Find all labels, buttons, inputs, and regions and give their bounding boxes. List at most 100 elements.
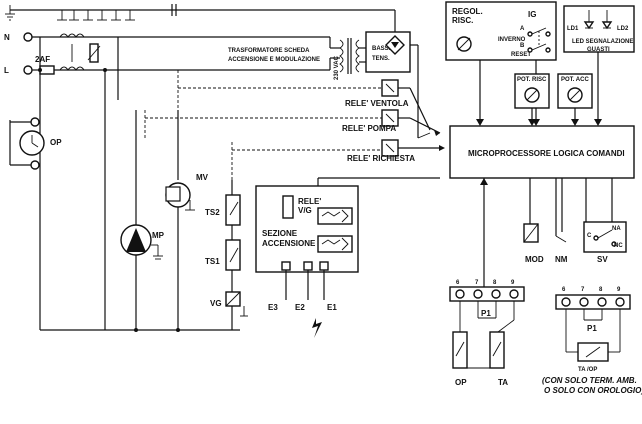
relay-pompa	[381, 109, 441, 136]
ig-reset-label: RESET	[511, 52, 531, 58]
jumper-p1-right-label: P1	[587, 324, 597, 333]
neutral-label: N	[4, 33, 10, 42]
relay-richiesta	[381, 139, 445, 157]
modulator-mod	[523, 178, 539, 243]
vg-label: VG	[210, 299, 222, 308]
led-label-1: LED SEGNALAZIONE	[572, 39, 633, 45]
fan-mv	[165, 110, 195, 330]
op-contact	[452, 301, 468, 369]
transformer	[178, 37, 368, 74]
ta-contact	[467, 301, 515, 369]
pump-mp	[120, 110, 163, 330]
relay-vg-label-2: V/G	[298, 206, 312, 215]
electrode-e3	[281, 261, 291, 300]
terminal-6: 6	[456, 280, 460, 286]
regulator-label-2: RISC.	[452, 16, 473, 25]
terminal-r8: 8	[599, 287, 603, 293]
electrode-e1	[319, 261, 329, 300]
low-voltage-box	[365, 31, 411, 73]
ignition-label-1: SEZIONE	[262, 229, 298, 238]
fuse-label: 2AF	[35, 55, 50, 64]
ig-switches	[527, 27, 551, 53]
microprocessor-box	[449, 125, 635, 179]
filter-choke	[59, 33, 101, 71]
flow-switch-sv	[583, 178, 627, 253]
note-line-2: O SOLO CON OROLOGIO)	[544, 386, 642, 395]
thermostat-ts2	[225, 180, 241, 240]
spark-icon	[312, 318, 322, 338]
ig-inverno-label: INVERNO	[498, 37, 526, 43]
ignition-section-box	[255, 185, 359, 273]
e3-label: E3	[268, 303, 278, 312]
sv-c-label: C	[587, 233, 592, 239]
terminal-7: 7	[475, 280, 479, 286]
terminal-block-right	[555, 294, 631, 362]
note-line-1: (CON SOLO TERM. AMB.	[542, 376, 637, 385]
led1-label: LD1	[567, 26, 579, 32]
filter-capacitor-bank	[57, 10, 135, 21]
nm-label: NM	[555, 255, 568, 264]
regulator-ig-box	[445, 1, 557, 61]
low-voltage-label-2: TENS.	[372, 56, 390, 62]
transformer-label-1: TRASFORMATORE SCHEDA	[228, 48, 310, 54]
led2-label: LD2	[617, 26, 629, 32]
led-symbols	[583, 10, 613, 30]
terminal-9: 9	[511, 280, 515, 286]
ts2-label: TS2	[205, 208, 220, 217]
e1-label: E1	[327, 303, 337, 312]
pot-acc	[557, 73, 593, 126]
mv-label: MV	[196, 173, 209, 182]
jumper-p1-label: P1	[481, 309, 491, 318]
relay-vg	[282, 195, 294, 219]
neutral-terminal	[23, 32, 33, 42]
earth-line	[5, 4, 396, 32]
relay-ventola-label: RELE' VENTOLA	[345, 99, 409, 108]
ta-contact-label: TA	[498, 378, 508, 387]
ts1-label: TS1	[205, 257, 220, 266]
ignition-transformers	[317, 207, 353, 253]
terminal-r6: 6	[562, 287, 566, 293]
relay-ventola	[381, 79, 431, 131]
thermostat-ts1	[225, 239, 241, 292]
ig-b-label: B	[520, 43, 525, 49]
ig-title: IG	[528, 10, 536, 19]
voltage-label: 230 VAC	[334, 55, 340, 80]
mod-label: MOD	[525, 255, 544, 264]
pot-risc-label: POT. RISC	[517, 77, 547, 83]
gas-valve-vg	[225, 291, 248, 330]
op-label: OP	[50, 138, 62, 147]
relay-richiesta-label: RELE' RICHIESTA	[347, 154, 415, 163]
ignition-label-2: ACCENSIONE	[262, 239, 316, 248]
pot-risc	[514, 73, 550, 126]
line-label: L	[4, 66, 9, 75]
relay-vg-label-1: RELE'	[298, 197, 321, 206]
e2-label: E2	[295, 303, 305, 312]
sv-label: SV	[597, 255, 608, 264]
regulator-label-1: REGOL.	[452, 7, 483, 16]
led-box	[563, 5, 635, 53]
rectifier-bridge	[385, 35, 405, 55]
op-contact-label: OP	[455, 378, 467, 387]
transformer-label-2: ACCENSIONE E MODULAZIONE	[228, 57, 320, 63]
taop-label: TA /OP	[578, 367, 597, 373]
relay-pompa-label: RELE' POMPA	[342, 124, 396, 133]
op-clock	[9, 117, 45, 170]
microprocessor-label: MICROPROCESSORE LOGICA COMANDI	[468, 149, 625, 158]
low-voltage-label-1: BASSA	[372, 46, 394, 52]
mp-label: MP	[152, 231, 165, 240]
fuse-2af	[39, 65, 55, 75]
sv-na-label: NA	[612, 226, 621, 232]
sv-nc-label: NC	[614, 243, 623, 249]
line-terminal	[23, 65, 33, 75]
terminal-r7: 7	[581, 287, 585, 293]
electrode-e2	[303, 261, 313, 300]
terminal-block-left	[449, 286, 525, 319]
ig-a-label: A	[520, 26, 525, 32]
pressure-switch-nm	[555, 178, 567, 243]
led-label-2: GUASTI	[587, 47, 610, 53]
pot-acc-label: POT. ACC	[561, 77, 589, 83]
terminal-8: 8	[493, 280, 497, 286]
terminal-r9: 9	[617, 287, 621, 293]
